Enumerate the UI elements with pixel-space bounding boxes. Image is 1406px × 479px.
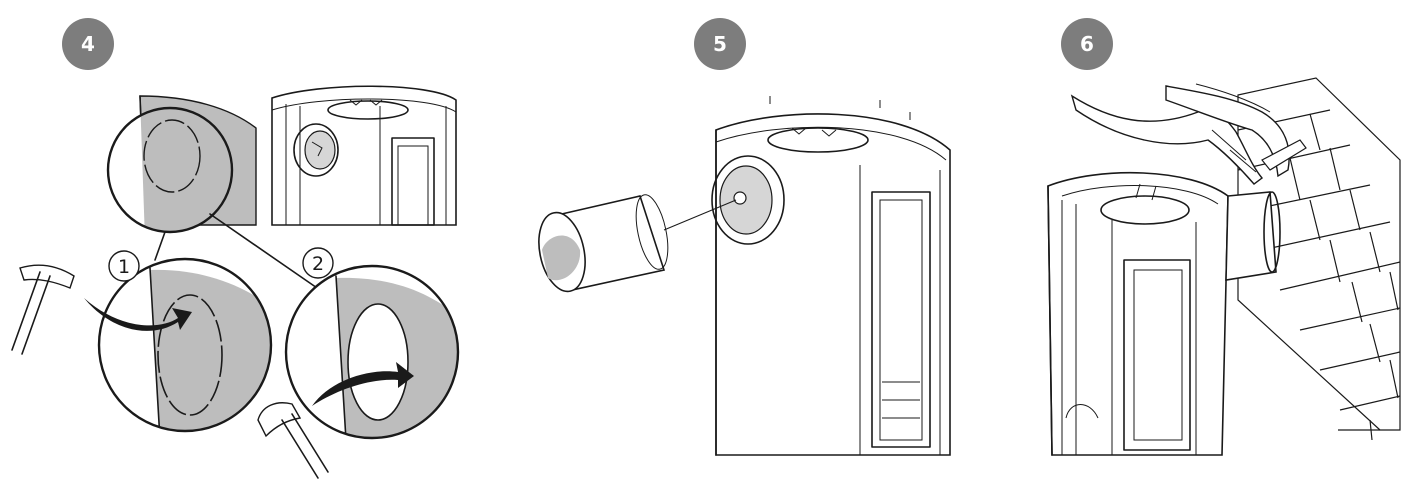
svg-text:2: 2: [312, 253, 324, 275]
stove-body-small: [271, 85, 457, 226]
stove-body: [1047, 171, 1229, 456]
step-4-panel: 4: [11, 18, 460, 479]
hammer-icon: [11, 264, 75, 355]
svg-text:1: 1: [118, 256, 130, 278]
step-6-badge: 6: [1061, 18, 1113, 70]
stove-body: [711, 96, 951, 456]
svg-text:6: 6: [1080, 32, 1094, 56]
hands-illustration: [1070, 83, 1307, 185]
substep-1-label: 1: [108, 250, 140, 282]
magnifier-substep-2: [284, 264, 460, 440]
substep-2-label: 2: [302, 247, 334, 279]
step-5-badge: 5: [694, 18, 746, 70]
step-5-panel: 5: [538, 18, 951, 456]
flue-pipe: [538, 194, 669, 293]
magnifier-substep-1: [97, 257, 273, 433]
flue-pipe: [1225, 191, 1281, 281]
arrow-substep-1: [84, 298, 192, 331]
hammer-icon: [257, 402, 329, 479]
arrow-substep-2: [312, 362, 414, 406]
step-6-panel: 6: [1047, 18, 1401, 456]
svg-text:5: 5: [713, 32, 727, 56]
step-4-badge: 4: [62, 18, 114, 70]
svg-text:4: 4: [81, 32, 95, 56]
